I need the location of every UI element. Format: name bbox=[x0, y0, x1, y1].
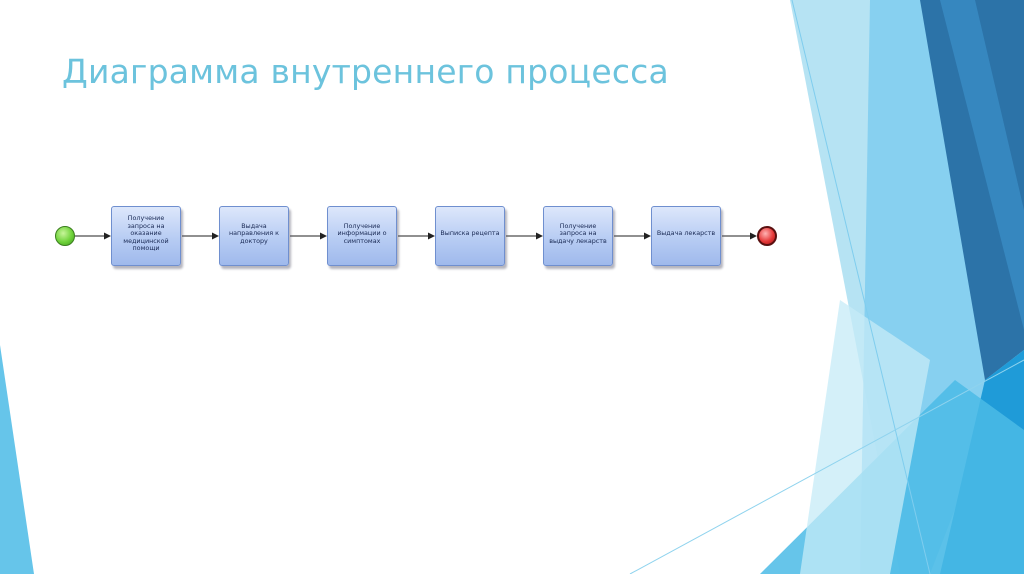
bg-thin-line-1 bbox=[791, 0, 931, 574]
bg-right-mid-strip bbox=[940, 0, 1024, 330]
bg-left-sliver bbox=[0, 345, 34, 574]
task-request-medicine[interactable]: Получение запроса на выдачу лекарств bbox=[543, 206, 613, 266]
task-write-prescription[interactable]: Выписка рецепта bbox=[435, 206, 505, 266]
task-issue-referral[interactable]: Выдача направления к доктору bbox=[219, 206, 289, 266]
task-request-medical-help[interactable]: Получение запроса на оказание медицинско… bbox=[111, 206, 181, 266]
page-title: Диаграмма внутреннего процесса bbox=[62, 52, 669, 91]
task-dispense-medicine[interactable]: Выдача лекарств bbox=[651, 206, 721, 266]
task-label: Получение информации о симптомах bbox=[337, 221, 387, 245]
task-label: Выдача лекарств bbox=[656, 229, 716, 238]
end-event-icon bbox=[757, 226, 777, 246]
bg-right-dark-top bbox=[920, 0, 1024, 380]
task-label: Выписка рецепта bbox=[440, 229, 500, 238]
task-label: Получение запроса на оказание медицинско… bbox=[123, 214, 169, 253]
task-get-symptoms-info[interactable]: Получение информации о симптомах bbox=[327, 206, 397, 266]
bg-thin-line-2 bbox=[629, 359, 1024, 574]
task-label: Выдача направления к доктору bbox=[228, 221, 280, 245]
start-event-icon bbox=[55, 226, 75, 246]
task-label: Получение запроса на выдачу лекарств bbox=[549, 221, 607, 245]
bg-right-inner-facet bbox=[800, 300, 930, 574]
